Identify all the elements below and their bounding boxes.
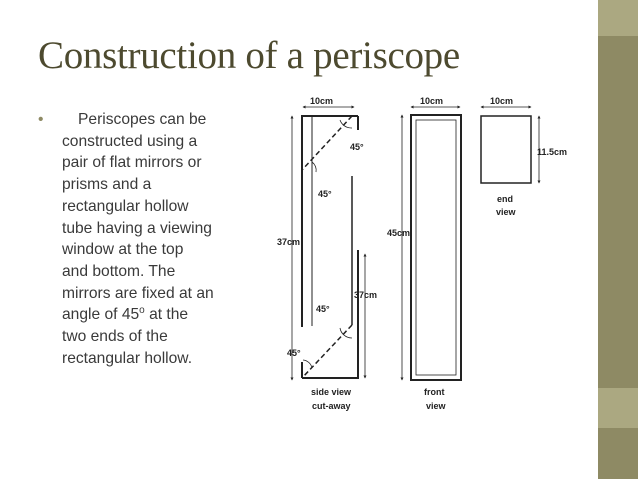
text-line-6: tube having a viewing (62, 219, 212, 237)
end-rect (480, 115, 532, 184)
front-view: 10cm 45cm front view (387, 96, 462, 411)
side-top-left-angle-label: 45° (318, 189, 332, 199)
side-caption-line1: side view (311, 387, 352, 397)
text-line-1: Periscopes can be (78, 111, 207, 128)
text-line-12: rectangular hollow. (62, 349, 193, 367)
side-height-label: 37cm (277, 237, 300, 247)
decorative-chip-top (598, 0, 638, 36)
text-line-2: constructed using a (62, 132, 198, 150)
text-line-11: two ends of the (62, 328, 168, 346)
end-height-label: 11.5cm (537, 147, 567, 157)
side-bottom-upper-angle-arc (339, 327, 353, 339)
bullet-marker: • (38, 111, 44, 128)
front-width-label: 10cm (420, 96, 443, 106)
decorative-side-bar (598, 0, 638, 479)
text-line-8: and bottom. The (62, 262, 176, 280)
end-caption-line2: view (496, 207, 517, 217)
decorative-chip-bottom (598, 388, 638, 428)
side-bottom-lower-angle-label: 45° (287, 348, 301, 358)
text-line-5: rectangular hollow (62, 197, 189, 215)
side-top-wall (301, 115, 358, 327)
front-height-label: 45cm (387, 228, 410, 238)
side-top-mirror (301, 115, 353, 171)
bullet-paragraph: • Periscopes can be constructed using a p… (38, 109, 268, 369)
text-line-3: pair of flat mirrors or (62, 154, 202, 172)
periscope-diagram: 10cm 37cm 45° 45° 37cm 45° 45° (277, 96, 567, 411)
side-top-right-angle-label: 45° (350, 142, 364, 152)
text-line-9: mirrors are fixed at an (62, 284, 214, 302)
text-line-10: angle of 45o at the (62, 305, 189, 324)
side-view-cutaway: 10cm 37cm 45° 45° 37cm 45° 45° (277, 96, 377, 411)
side-bottom-mirror (301, 324, 353, 379)
text-line-4: prisms and a (62, 176, 152, 194)
slide-title: Construction of a periscope (38, 34, 460, 77)
side-bottom-upper-angle-label: 45° (316, 304, 330, 314)
front-inner-rect (415, 119, 457, 376)
side-top-angle-arc (339, 119, 353, 129)
front-outer-rect (410, 114, 462, 381)
end-width-label: 10cm (490, 96, 513, 106)
degree-superscript: o (139, 305, 145, 317)
side-bottom-wall (302, 250, 359, 379)
end-view: 10cm 11.5cm end view (480, 96, 567, 217)
end-caption-line1: end (497, 194, 513, 204)
text-line-7: window at the top (62, 241, 184, 259)
side-inner-height-label: 37cm (354, 290, 377, 300)
side-bottom-lower-angle-arc (302, 359, 313, 369)
front-caption-line1: front (424, 387, 445, 397)
side-caption-line2: cut-away (312, 401, 351, 411)
side-width-label: 10cm (310, 96, 333, 106)
side-top-left-angle-arc (311, 161, 317, 173)
front-caption-line2: view (426, 401, 447, 411)
